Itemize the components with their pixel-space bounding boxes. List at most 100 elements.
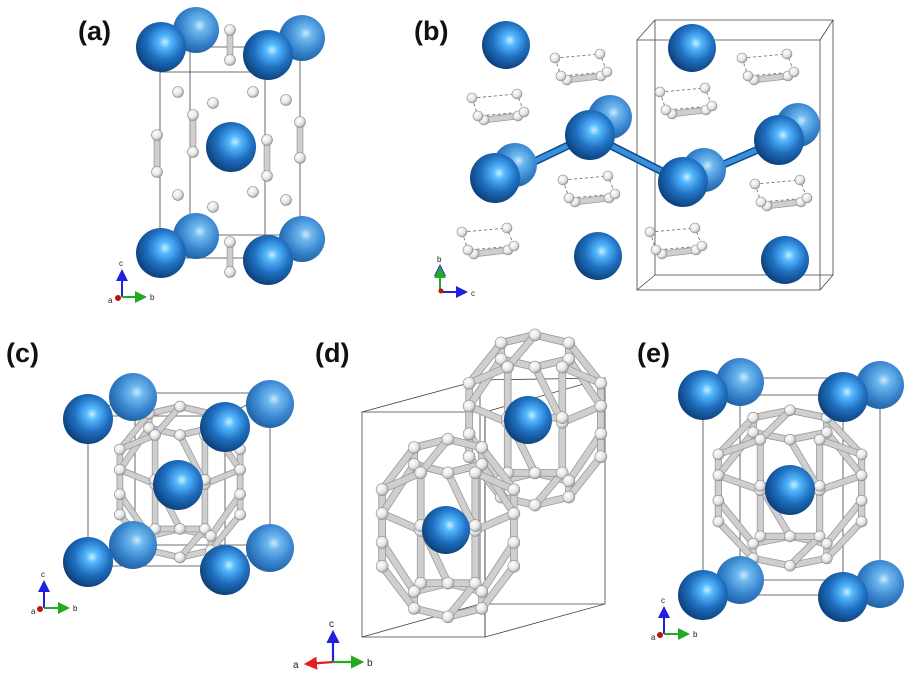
hydrogen-atom bbox=[794, 174, 806, 186]
hydrogen-atom bbox=[501, 222, 513, 234]
hydrogen-atom bbox=[294, 116, 306, 128]
h-h-bond bbox=[559, 364, 604, 387]
hydrogen-atom bbox=[407, 458, 421, 471]
hydrogen-atom bbox=[518, 106, 530, 118]
h-h-bond bbox=[565, 356, 604, 410]
hydrogen-atom bbox=[441, 610, 455, 624]
h-h-bond bbox=[565, 453, 604, 501]
h-h-bond bbox=[117, 467, 158, 487]
hydrogen-atom bbox=[224, 236, 236, 248]
h-h-bond bbox=[715, 472, 764, 493]
hydrogen-atom bbox=[594, 376, 608, 390]
hydrogen-atom bbox=[507, 483, 521, 496]
hydrogen-atom bbox=[462, 427, 476, 441]
h-h-bond bbox=[824, 429, 865, 479]
hydrogen-atom bbox=[855, 469, 868, 482]
hydrogen-atom bbox=[234, 463, 246, 476]
h-h-bond bbox=[466, 356, 505, 410]
hydrogen-atom bbox=[375, 507, 389, 520]
hydrogen-atom bbox=[736, 52, 748, 64]
hydrogen-atom bbox=[557, 174, 569, 186]
axis-triad-c: c b a bbox=[31, 570, 78, 616]
metal-atom bbox=[63, 537, 113, 587]
h-h-bond bbox=[751, 73, 791, 83]
hydrogen-atom bbox=[475, 458, 489, 471]
dashed-link bbox=[554, 53, 608, 77]
h-h-bond bbox=[481, 113, 521, 123]
hydrogen-atom bbox=[528, 360, 542, 374]
hydrogen-atom bbox=[563, 192, 575, 204]
hydrogen-atom bbox=[414, 576, 428, 590]
hydrogen-atom bbox=[294, 152, 306, 164]
hydrogen-atom bbox=[114, 463, 126, 476]
axis-label-up-e: c bbox=[661, 596, 665, 605]
h-h-bond bbox=[471, 247, 511, 257]
hydrogen-atom bbox=[528, 466, 542, 480]
hydrogen-atom bbox=[234, 508, 246, 521]
panel-label-e: (e) bbox=[637, 338, 670, 368]
axis-label-up-b: b bbox=[437, 255, 442, 264]
h-h-bond bbox=[564, 73, 604, 83]
hydrogen-atom bbox=[821, 552, 833, 565]
h-h-bond bbox=[764, 199, 804, 209]
hydrogen-atom bbox=[174, 551, 186, 564]
hydrogen-atom bbox=[699, 82, 711, 94]
h-h-bond bbox=[757, 407, 793, 443]
metal-atom bbox=[243, 30, 293, 80]
hydrogen-atom bbox=[788, 66, 800, 78]
hydrogen-atom bbox=[813, 433, 826, 446]
hydrogen-atom bbox=[462, 376, 476, 390]
axis-label-right-c: b bbox=[73, 604, 78, 613]
h-h-bond bbox=[559, 403, 604, 426]
h-h-bond bbox=[466, 364, 511, 387]
hydrogen-atom bbox=[466, 92, 478, 104]
hydrogen-atom bbox=[407, 585, 421, 598]
hydrogen-atom bbox=[114, 508, 126, 521]
hydrogen-atom bbox=[747, 537, 759, 550]
hydrogen-atom bbox=[261, 170, 273, 182]
hydrogen-atom bbox=[462, 399, 476, 413]
axis-triad-a: c b a bbox=[108, 259, 155, 305]
metal-atom bbox=[716, 358, 764, 406]
hydrogen-atom bbox=[151, 166, 163, 178]
hydrogen-atom bbox=[712, 448, 725, 461]
hydrogen-atom bbox=[507, 507, 521, 520]
metal-atoms-b bbox=[470, 21, 820, 284]
metal-atom bbox=[658, 157, 708, 207]
panel-label-b: (b) bbox=[414, 16, 448, 46]
axis-label-right-a: b bbox=[150, 293, 155, 302]
hydrogen-atom bbox=[742, 70, 754, 82]
hydrogen-atom bbox=[174, 523, 186, 535]
metal-atom bbox=[678, 370, 728, 420]
hydrogen-atom bbox=[755, 196, 767, 208]
metal-atom bbox=[754, 115, 804, 165]
hydrogen-atom bbox=[528, 498, 542, 512]
metal-atom bbox=[574, 232, 622, 280]
hydrogen-atom bbox=[475, 585, 489, 598]
hydrogen-atom bbox=[555, 70, 567, 82]
metal-atom bbox=[246, 380, 294, 428]
h-h-bond bbox=[379, 469, 424, 493]
h-h-bond bbox=[715, 429, 756, 479]
hydrogen-atom bbox=[696, 240, 708, 252]
hydrogen-atom bbox=[375, 560, 389, 573]
hydrogen-atom bbox=[562, 336, 576, 350]
metal-atom bbox=[482, 21, 530, 69]
hydrogen-atom bbox=[172, 86, 184, 98]
metal-atom bbox=[243, 235, 293, 285]
axis-label-origin-a: a bbox=[108, 296, 113, 305]
panel-label-d: (d) bbox=[315, 338, 349, 368]
hydrogen-atom bbox=[247, 186, 259, 198]
hydrogen-atom bbox=[456, 226, 468, 238]
h-h-bond bbox=[379, 461, 418, 517]
hydrogen-atom bbox=[562, 474, 576, 488]
dashed-link bbox=[649, 227, 703, 251]
axis-label-up-a: c bbox=[119, 259, 123, 268]
h-h-bond bbox=[715, 436, 764, 458]
h-h-bond bbox=[669, 107, 709, 117]
hydrogen-atom bbox=[712, 515, 725, 528]
hydrogen-cage-e bbox=[712, 404, 868, 572]
axis-label-up-d: c bbox=[329, 619, 334, 630]
hydrogen-atom bbox=[594, 399, 608, 413]
unit-cell-b bbox=[636, 19, 834, 291]
